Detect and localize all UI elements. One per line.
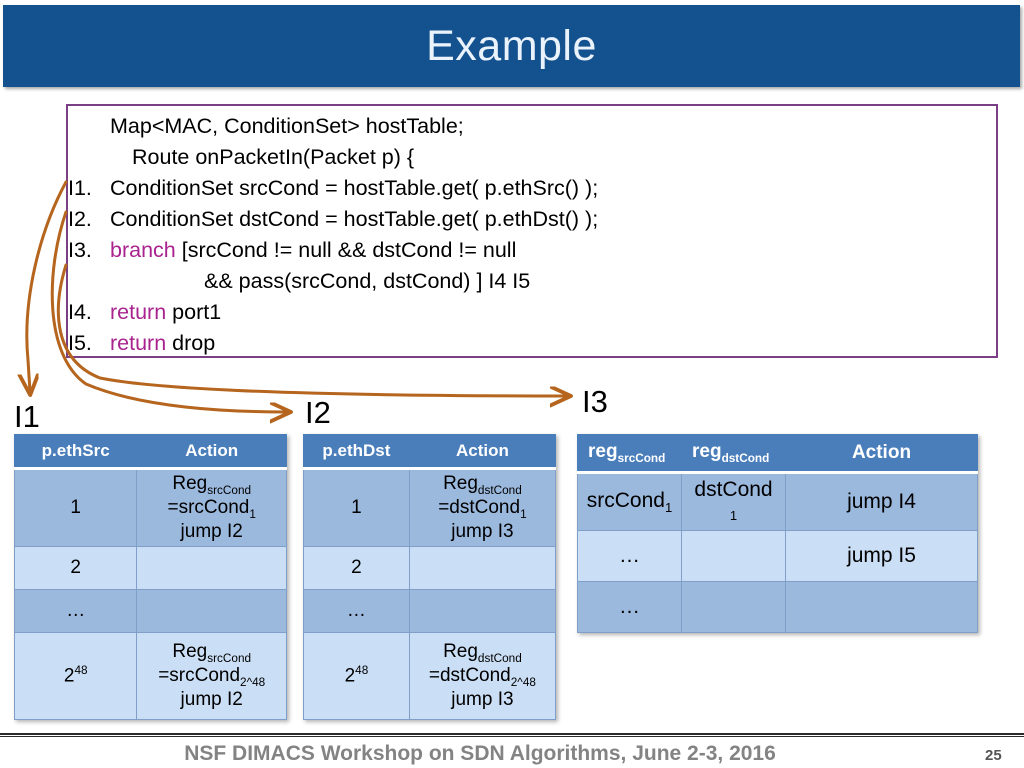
code-line-text: [srcCond != null && dstCond != null [181, 238, 517, 262]
cell-key: 2 [303, 546, 410, 590]
cell-reg-srccond: srcCond1 [577, 471, 682, 531]
column-header-action: Action [785, 434, 978, 474]
code-line-i1: I1. ConditionSet srcCond = hostTable.get(… [68, 176, 598, 201]
cell-action: RegsrcCond =srcCond1 jump I2 [136, 468, 287, 547]
cell-key: 1 [303, 468, 410, 547]
step-label-i3: I3 [582, 384, 608, 419]
code-line-number: I4. [68, 300, 92, 324]
table-row: … [13, 589, 287, 633]
table-header-row: p.ethSrc Action [13, 434, 287, 470]
step-label-i2: I2 [305, 395, 331, 430]
cell-key: 2 [13, 546, 138, 590]
cell-reg-dstcond [681, 580, 786, 633]
code-line-i5: I5. return drop [68, 331, 215, 356]
code-keyword-return: return [110, 300, 167, 324]
cell-action: RegdstCond =dstCond2^48 jump I3 [408, 632, 557, 720]
cell-action: jump I5 [785, 529, 978, 582]
table-ethdst: p.ethDst Action 1 RegdstCond =dstCond1 j… [303, 434, 557, 720]
cell-key: … [303, 589, 410, 633]
footer-text: NSF DIMACS Workshop on SDN Algorithms, J… [184, 742, 776, 765]
footer-divider [0, 733, 1024, 737]
code-line-text: && pass(srcCond, dstCond) ] I4 I5 [204, 269, 531, 293]
code-line-text: drop [172, 331, 216, 355]
code-line-number: I2. [68, 207, 92, 231]
code-line-1: Route onPacketIn(Packet p) { [68, 145, 414, 170]
cell-reg-srccond: … [577, 580, 682, 633]
cell-key: 1 [13, 468, 138, 547]
cell-reg-dstcond [681, 529, 786, 582]
table-row: … jump I5 [577, 529, 978, 582]
cell-action [408, 589, 557, 633]
column-header-ethdst: p.ethDst [303, 434, 410, 470]
table-reg: regsrcCond regdstCond Action srcCond1 ds… [577, 434, 978, 633]
slide-number: 25 [985, 747, 1002, 764]
code-line-continuation: && pass(srcCond, dstCond) ] I4 I5 [68, 269, 530, 294]
table-ethsrc: p.ethSrc Action 1 RegsrcCond =srcCond1 j… [13, 434, 287, 720]
page-title: Example [426, 22, 597, 70]
table-row: … [303, 589, 557, 633]
code-line-i3: I3. branch [srcCond != null && dstCond !=… [68, 238, 516, 263]
table-header-row: p.ethDst Action [303, 434, 557, 470]
column-header-reg-dstcond: regdstCond [681, 434, 786, 474]
code-line-text: ConditionSet dstCond = hostTable.get( p.… [110, 207, 599, 231]
code-line-i2: I2. ConditionSet dstCond = hostTable.get(… [68, 207, 598, 232]
table-header-row: regsrcCond regdstCond Action [577, 434, 978, 474]
slide-title-bar: Example [3, 5, 1020, 87]
code-line-0: Map<MAC, ConditionSet> hostTable; [68, 114, 464, 139]
slide-top-edge [0, 0, 1024, 5]
cell-key: 248 [303, 632, 410, 720]
step-label-i1: I1 [14, 399, 40, 434]
table-row: 248 RegdstCond =dstCond2^48 jump I3 [303, 632, 557, 720]
cell-key: 248 [13, 632, 138, 720]
table-row: … [577, 580, 978, 633]
table-row: 248 RegsrcCond =srcCond2^48 jump I2 [13, 632, 287, 720]
code-line-number: I3. [68, 238, 92, 262]
code-keyword-return: return [110, 331, 167, 355]
cell-action [785, 580, 978, 633]
cell-action [136, 546, 287, 590]
table-row: 1 RegsrcCond =srcCond1 jump I2 [13, 468, 287, 547]
table-row: 2 [303, 546, 557, 590]
column-header-ethsrc: p.ethSrc [13, 434, 138, 470]
code-keyword-branch: branch [110, 238, 176, 262]
cell-action [136, 589, 287, 633]
cell-action [408, 546, 557, 590]
code-listing-box: Map<MAC, ConditionSet> hostTable; Route … [66, 104, 998, 358]
cell-action: RegsrcCond =srcCond2^48 jump I2 [136, 632, 287, 720]
table-row: 1 RegdstCond =dstCond1 jump I3 [303, 468, 557, 547]
code-line-text: Map<MAC, ConditionSet> hostTable; [110, 114, 464, 138]
column-header-reg-srccond: regsrcCond [577, 434, 682, 474]
arrow-to-i1 [27, 180, 68, 392]
code-line-number: I5. [68, 331, 92, 355]
code-line-i4: I4. return port1 [68, 300, 221, 325]
column-header-action: Action [136, 434, 287, 470]
code-line-number: I1. [68, 176, 92, 200]
cell-action: RegdstCond =dstCond1 jump I3 [408, 468, 557, 547]
code-line-text: ConditionSet srcCond = hostTable.get( p.… [110, 176, 599, 200]
code-line-text: port1 [172, 300, 222, 324]
table-row: 2 [13, 546, 287, 590]
column-header-action: Action [408, 434, 557, 470]
code-line-text: Route onPacketIn(Packet p) { [132, 145, 415, 169]
cell-action: jump I4 [785, 471, 978, 531]
cell-key: … [13, 589, 138, 633]
cell-reg-srccond: … [577, 529, 682, 582]
